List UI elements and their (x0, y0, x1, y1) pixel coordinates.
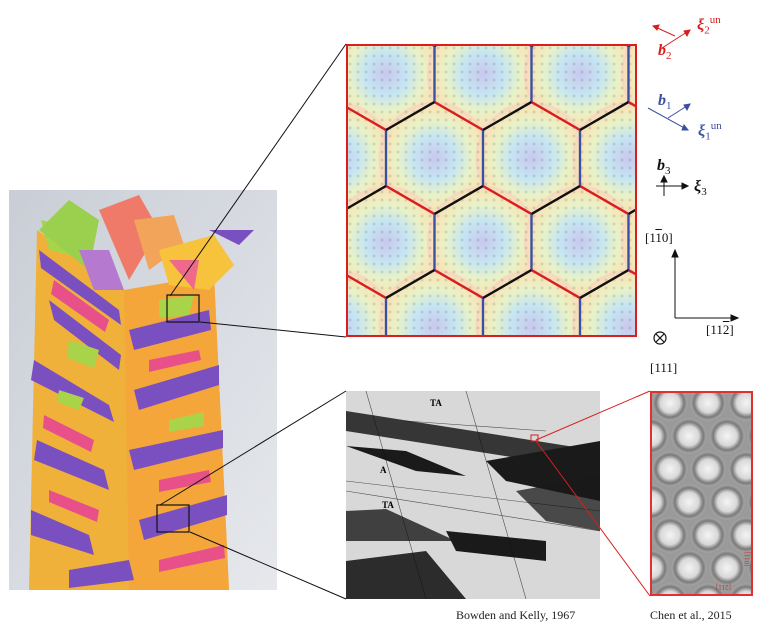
zoom-cell (671, 484, 707, 520)
dislocation-segment (482, 269, 533, 299)
zoom-cell (729, 583, 753, 596)
dislocation-segment (433, 269, 484, 299)
zoom-cell (709, 550, 745, 586)
dislocation-segment (385, 185, 436, 215)
direction-out-of-plane-label: [111] (650, 360, 678, 375)
dislocation-segment (385, 269, 436, 299)
zoom-cell (709, 418, 745, 454)
zoom-cell (671, 550, 707, 586)
zoom-cell (728, 517, 753, 553)
tem-label-ta-bottom: TA (382, 500, 394, 510)
caption-chen-et-al: Chen et al., 2015 (650, 608, 732, 622)
dislocation-segment (346, 105, 387, 131)
zoom-cell (690, 391, 726, 421)
tem-label-a: A (380, 465, 387, 475)
zoom-cell (650, 550, 669, 586)
dislocation-segment (482, 185, 533, 215)
dislocation-segment (530, 185, 581, 215)
line-direction-xi2-label: ξ2un (697, 14, 721, 37)
zoom-axis-011: [011] (743, 551, 752, 567)
crystal-column-3d-render (9, 190, 277, 590)
tem-micrograph (346, 391, 600, 599)
dislocation-segment (346, 185, 387, 211)
burgers-vector-b3-label: b3 (657, 157, 671, 178)
burgers-vector-b1-label: b1 (658, 92, 672, 113)
dislocation-segment (385, 101, 436, 131)
dislocation-segment (579, 185, 630, 215)
tem-label-ta-top: TA (430, 398, 442, 408)
zoom-cell (690, 451, 726, 487)
zoom-cell (653, 583, 687, 596)
hexagonal-dislocation-network (346, 44, 637, 337)
zoom-axis-211: [211] (716, 583, 731, 591)
zoom-cell (650, 418, 669, 454)
zoom-cell (671, 418, 707, 454)
line-direction-xi1-label: ξ1un (698, 120, 722, 143)
zoomed-hexagonal-network-image (650, 391, 753, 596)
zoom-cell (709, 484, 745, 520)
direction-right-label: [112] (706, 322, 734, 337)
zoom-cell (728, 451, 753, 487)
dislocation-segment (579, 101, 630, 131)
zoom-cell (650, 484, 669, 520)
dislocation-segment (433, 185, 484, 215)
zoom-cell (652, 391, 688, 421)
zoom-cell (728, 391, 753, 421)
out-of-plane-symbol (653, 331, 667, 345)
zoom-cell (652, 517, 688, 553)
dislocation-segment (530, 269, 581, 299)
dislocation-segment (346, 273, 387, 299)
zoom-cell (652, 451, 688, 487)
zoom-cell (691, 583, 725, 596)
zoom-cell (690, 517, 726, 553)
line-direction-xi3-label: ξ3 (694, 178, 707, 199)
dislocation-segment (579, 269, 630, 299)
dislocation-segment (433, 101, 484, 131)
dislocation-segment (530, 101, 581, 131)
dislocation-segment (482, 101, 533, 131)
caption-bowden-kelly: Bowden and Kelly, 1967 (456, 608, 576, 622)
burgers-vector-b2-label: b2 (658, 42, 672, 63)
direction-up-label: [110] (645, 230, 673, 245)
